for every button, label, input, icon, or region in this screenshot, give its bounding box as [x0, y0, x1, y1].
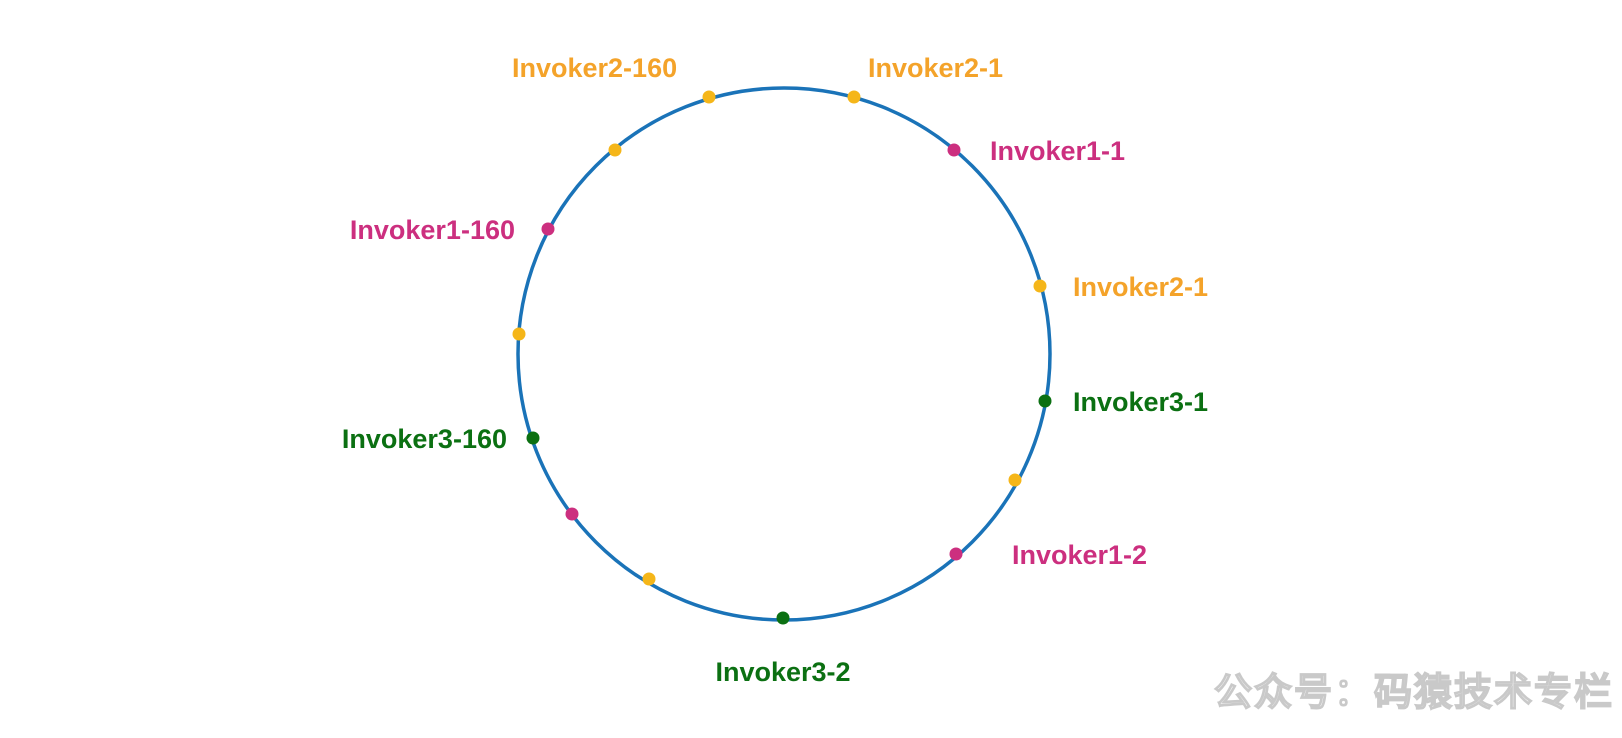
invoker1-node-dot [541, 222, 555, 236]
node-label-invoker2-160: Invoker2-160 [512, 53, 677, 83]
invoker2-node-dot [642, 572, 656, 586]
node-label-invoker2-1: Invoker2-1 [1073, 272, 1208, 302]
hash-ring [516, 86, 1052, 622]
invoker3-node-dot [776, 611, 790, 625]
watermark-text: 公众号：码猿技术专栏 [1213, 669, 1614, 715]
invoker1-node-dot [949, 547, 963, 561]
node-label-invoker1-160: Invoker1-160 [350, 215, 515, 245]
node-label-invoker3-1: Invoker3-1 [1073, 387, 1208, 417]
node-label-invoker2-1: Invoker2-1 [868, 53, 1003, 83]
invoker1-node-dot [947, 143, 961, 157]
node-label-invoker1-1: Invoker1-1 [990, 136, 1125, 166]
invoker1-node-dot [565, 507, 579, 521]
node-label-invoker3-160: Invoker3-160 [342, 424, 507, 454]
invoker2-node-dot [512, 327, 526, 341]
invoker2-node-dot [847, 90, 861, 104]
invoker2-node-dot [608, 143, 622, 157]
invoker2-node-dot [702, 90, 716, 104]
invoker3-node-dot [526, 431, 540, 445]
invoker2-node-dot [1033, 279, 1047, 293]
node-label-invoker1-2: Invoker1-2 [1012, 540, 1147, 570]
node-label-invoker3-2: Invoker3-2 [715, 657, 850, 687]
invoker2-node-dot [1008, 473, 1022, 487]
invoker3-node-dot [1038, 394, 1052, 408]
